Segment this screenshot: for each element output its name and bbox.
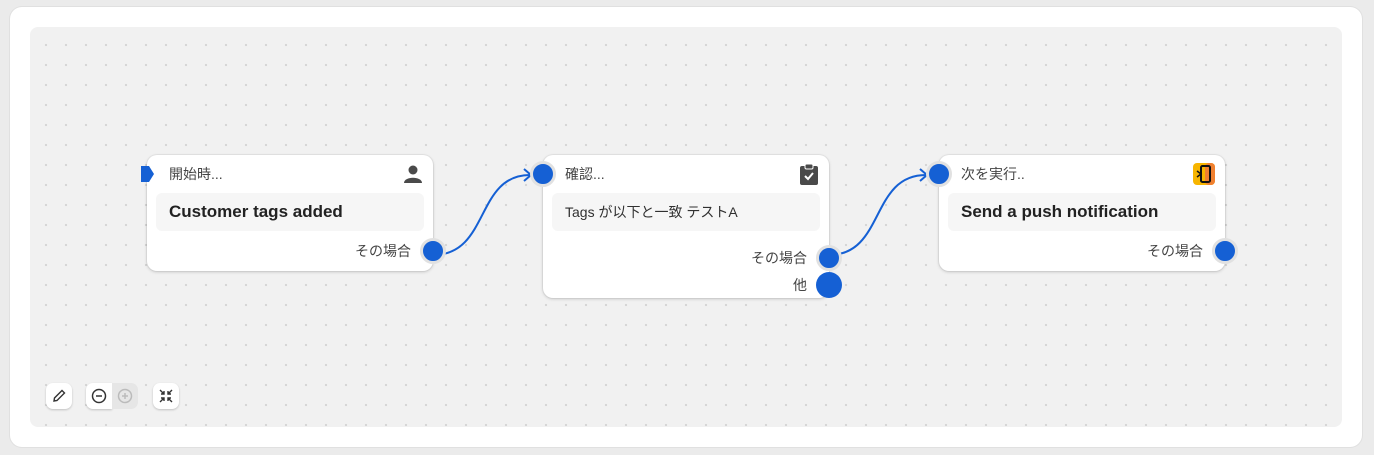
input-port[interactable] bbox=[530, 161, 556, 187]
output-label-else: 他 bbox=[793, 276, 807, 293]
zoom-in-icon bbox=[117, 388, 133, 404]
input-port[interactable] bbox=[926, 161, 952, 187]
action-node[interactable]: 次を実行.. Send a push notification その場合 bbox=[926, 155, 1238, 271]
node-title: Send a push notification bbox=[948, 193, 1216, 231]
output-port-then[interactable] bbox=[816, 245, 842, 271]
clipboard-check-icon bbox=[800, 163, 818, 185]
output-port[interactable] bbox=[420, 238, 446, 264]
trigger-entry-icon bbox=[141, 166, 154, 182]
output-label: その場合 bbox=[1147, 243, 1203, 259]
connection-2-3 bbox=[828, 174, 927, 256]
output-port-else[interactable] bbox=[816, 272, 842, 298]
zoom-out-icon bbox=[91, 388, 107, 404]
node-header: 開始時... bbox=[169, 166, 223, 182]
trigger-node[interactable]: 開始時... Customer tags added その場合 bbox=[141, 155, 446, 271]
node-title: Customer tags added bbox=[156, 193, 424, 231]
output-label-then: その場合 bbox=[751, 250, 807, 266]
edit-button[interactable] bbox=[46, 383, 72, 409]
zoom-out-button[interactable] bbox=[86, 383, 112, 409]
workflow-canvas[interactable]: 開始時... Customer tags added その場合 確認... Ta… bbox=[30, 27, 1342, 427]
condition-node[interactable]: 確認... Tags が以下と一致 テストA その場合 他 bbox=[530, 155, 842, 298]
node-header: 次を実行.. bbox=[961, 166, 1025, 182]
zoom-in-button[interactable] bbox=[112, 383, 138, 409]
node-header: 確認... bbox=[565, 166, 605, 182]
push-notification-app-icon bbox=[1193, 163, 1215, 185]
person-icon bbox=[404, 165, 422, 183]
collapse-icon bbox=[159, 389, 173, 403]
pencil-icon bbox=[53, 389, 66, 402]
node-title: Tags が以下と一致 テストA bbox=[552, 193, 820, 231]
connection-1-2 bbox=[432, 174, 531, 256]
fit-view-button[interactable] bbox=[153, 383, 179, 409]
output-label: その場合 bbox=[355, 243, 411, 259]
output-port[interactable] bbox=[1212, 238, 1238, 264]
